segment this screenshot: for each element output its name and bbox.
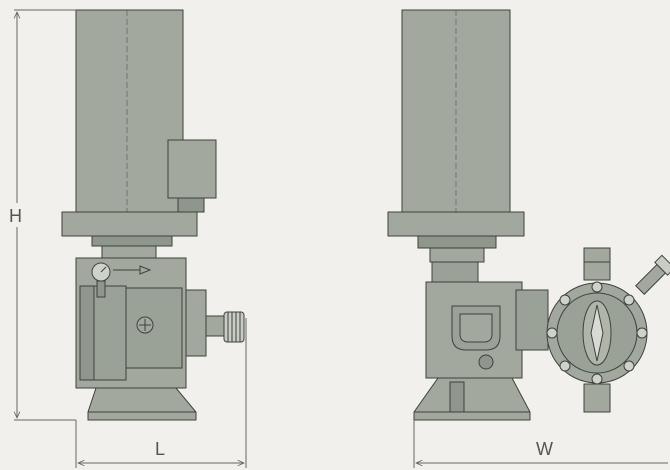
front-motor-flange <box>387 211 525 237</box>
terminal-box <box>167 139 217 199</box>
width-label: W <box>536 439 553 459</box>
height-label: H <box>9 206 22 226</box>
stroke-adjust-knob <box>223 311 245 343</box>
side-motor-body <box>75 9 184 213</box>
discharge-valve <box>583 247 611 281</box>
front-base <box>413 377 531 421</box>
side-base <box>87 387 197 421</box>
suction-valve <box>583 383 611 413</box>
length-label: L <box>155 439 165 459</box>
flange-bolts <box>546 281 648 385</box>
front-view <box>387 9 670 421</box>
side-view <box>61 9 245 421</box>
relief-valve <box>635 254 670 295</box>
side-pump-head <box>185 289 207 357</box>
